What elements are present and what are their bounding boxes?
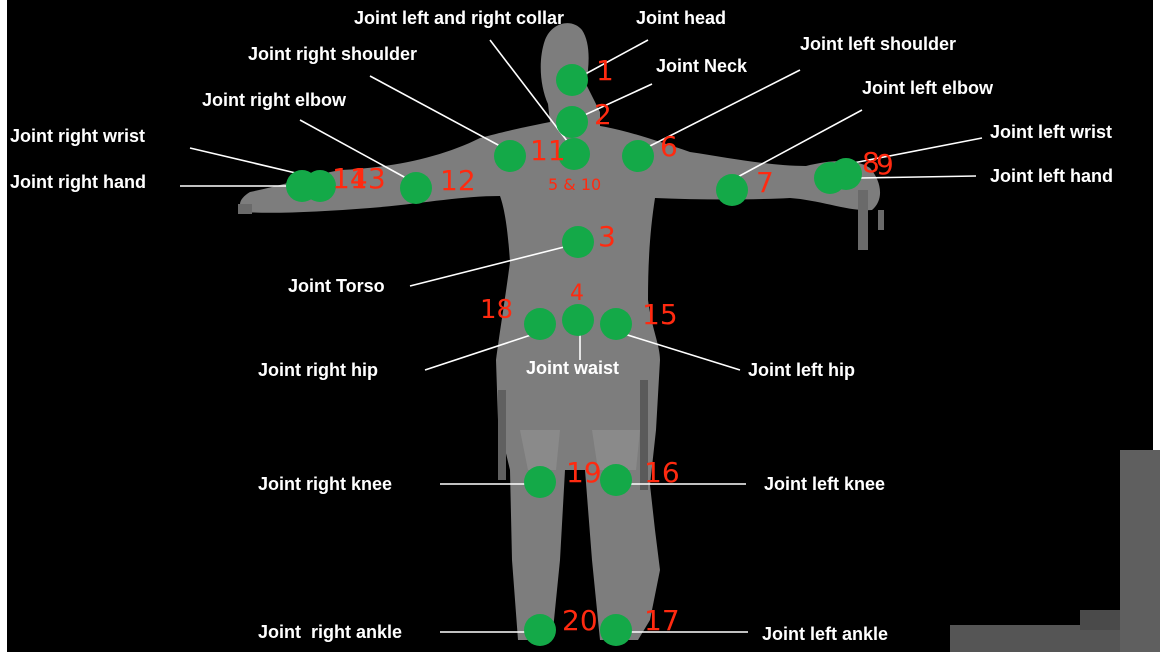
joint-marker-left-elbow bbox=[716, 174, 748, 206]
label-right-knee: Joint right knee bbox=[258, 474, 392, 494]
label-waist: Joint waist bbox=[526, 358, 619, 378]
joint-marker-right-ankle bbox=[524, 614, 556, 646]
number-torso: 3 bbox=[598, 220, 616, 253]
label-torso: Joint Torso bbox=[288, 276, 385, 296]
label-head: Joint head bbox=[636, 8, 726, 28]
joint-marker-left-ankle bbox=[600, 614, 632, 646]
label-right-hip: Joint right hip bbox=[258, 360, 378, 380]
label-right-wrist: Joint right wrist bbox=[10, 126, 145, 146]
label-right-shoulder: Joint right shoulder bbox=[248, 44, 417, 64]
label-neck: Joint Neck bbox=[656, 56, 748, 76]
number-left-ankle: 17 bbox=[644, 604, 680, 637]
number-waist: 4 bbox=[570, 281, 584, 306]
number-right-ankle: 20 bbox=[562, 604, 598, 637]
joint-marker-head bbox=[556, 64, 588, 96]
joint-marker-left-hip bbox=[600, 308, 632, 340]
label-left-hip: Joint left hip bbox=[748, 360, 855, 380]
number-right-hand: 14 bbox=[332, 162, 368, 195]
number-right-shoulder: 11 bbox=[530, 134, 566, 167]
label-collar: Joint left and right collar bbox=[354, 8, 564, 28]
label-right-hand: Joint right hand bbox=[10, 172, 146, 192]
label-right-ankle: Joint right ankle bbox=[258, 622, 402, 642]
label-left-wrist: Joint left wrist bbox=[990, 122, 1112, 142]
label-left-shoulder: Joint left shoulder bbox=[800, 34, 956, 54]
number-left-hand: 9 bbox=[876, 148, 894, 181]
joint-marker-right-shoulder bbox=[494, 140, 526, 172]
joint-marker-right-knee bbox=[524, 466, 556, 498]
number-neck: 2 bbox=[594, 98, 612, 131]
joint-marker-waist bbox=[562, 304, 594, 336]
joint-marker-left-knee bbox=[600, 464, 632, 496]
label-left-knee: Joint left knee bbox=[764, 474, 885, 494]
number-left-knee: 16 bbox=[644, 456, 680, 489]
number-right-elbow: 12 bbox=[440, 164, 476, 197]
label-left-elbow: Joint left elbow bbox=[862, 78, 994, 98]
joint-marker-right-hip bbox=[524, 308, 556, 340]
number-collar: 5 & 10 bbox=[548, 175, 601, 194]
joint-marker-right-hand bbox=[286, 170, 318, 202]
joint-marker-left-hand bbox=[814, 162, 846, 194]
number-head: 1 bbox=[596, 54, 614, 87]
label-left-ankle: Joint left ankle bbox=[762, 624, 888, 644]
number-right-hip: 18 bbox=[480, 295, 513, 325]
label-left-hand: Joint left hand bbox=[990, 166, 1113, 186]
number-left-elbow: 7 bbox=[756, 166, 774, 199]
number-left-shoulder: 6 bbox=[660, 130, 678, 163]
joint-marker-right-elbow bbox=[400, 172, 432, 204]
joint-marker-torso bbox=[562, 226, 594, 258]
number-left-hip: 15 bbox=[642, 298, 678, 331]
label-right-elbow: Joint right elbow bbox=[202, 90, 347, 110]
number-right-knee: 19 bbox=[566, 456, 602, 489]
joint-marker-left-shoulder bbox=[622, 140, 654, 172]
